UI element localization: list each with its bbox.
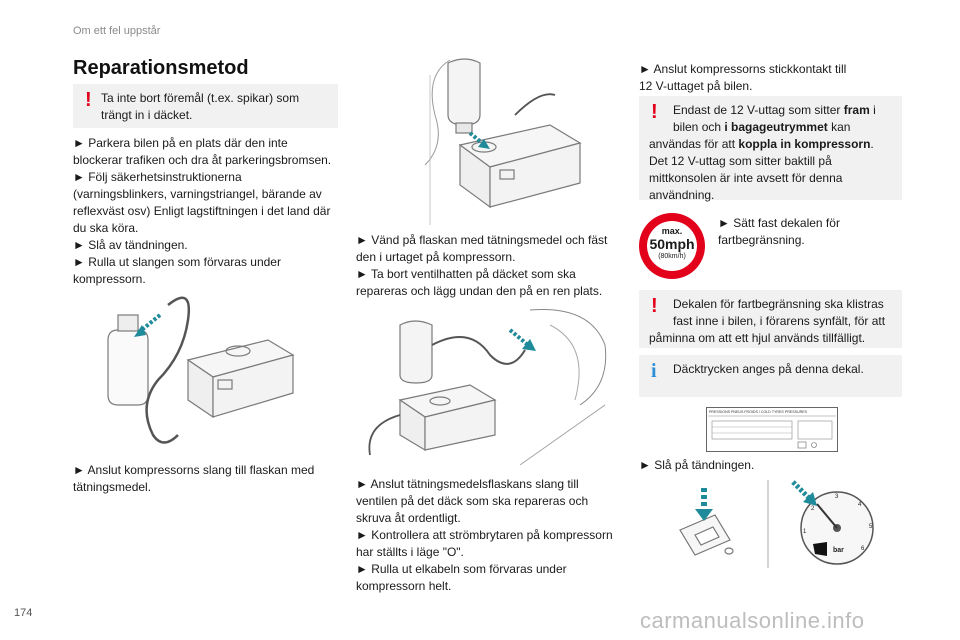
- arrow-icon: [791, 480, 817, 506]
- speed-limit-sign-face: max. 50mph (80km/h): [647, 221, 697, 271]
- step-line: repareras och lägg undan den på en ren p…: [356, 284, 603, 298]
- illustration-bottle-on-compressor: [424, 58, 582, 225]
- step-plug-12v: ► Anslut kompressorns stickkontakt till …: [639, 61, 846, 95]
- warning-line: trängt in i däcket.: [101, 108, 193, 122]
- illustration-tyre-pressure-label: PRESSIONS PNEUS FROIDS / COLD TYRES PRES…: [706, 407, 838, 452]
- step-line: ► Slå på tändningen.: [639, 458, 755, 472]
- step-attach-sticker: ► Sätt fast dekalen för fartbegränsning.: [718, 215, 840, 249]
- step-line: har ställts i läge "O".: [356, 545, 464, 559]
- illustration-hose-to-bottle: [107, 296, 295, 444]
- step-line: blockerar trafiken och dra åt parkerings…: [73, 153, 332, 167]
- warning-note-sticker: ! Dekalen för fartbegränsning ska klistr…: [639, 290, 902, 348]
- step-line: kompressorn.: [73, 272, 146, 286]
- step-line: ► Kontrollera att strömbrytaren på kompr…: [356, 528, 613, 542]
- gauge-number: 5: [869, 524, 873, 530]
- gauge-number: 2: [811, 506, 815, 512]
- illustration-hose-to-tyre-valve: [368, 308, 607, 465]
- speed-sign-value: 50mph: [649, 236, 695, 252]
- gauge-number: 3: [835, 494, 839, 500]
- step-line: ► Följ säkerhetsinstruktionerna: [73, 170, 242, 184]
- step-line: ► Vänd på flaskan med tätningsmedel och …: [356, 233, 608, 247]
- info-line: Däcktrycken anges på denna dekal.: [673, 362, 864, 376]
- gauge-number: 4: [858, 502, 862, 508]
- step-line: ► Parkera bilen på en plats där den inte: [73, 136, 288, 150]
- step-line: reflexväst osv) Enligt lagstiftningen i …: [73, 204, 331, 218]
- running-header: Om ett fel uppstår: [73, 25, 161, 37]
- warning-note-12v-outlets: ! Endast de 12 V-uttag som sitter fram i…: [639, 96, 902, 202]
- step-line: ► Rulla ut slangen som förvaras under: [73, 255, 281, 269]
- warning-line: användning.: [649, 188, 715, 202]
- warning-line: Ta inte bort föremål (t.ex. spikar) som: [101, 91, 300, 105]
- step-line: den i urtaget på kompressorn.: [356, 250, 516, 264]
- step-line: (varningsblinkers, varningstriangel, bär…: [73, 187, 322, 201]
- speed-sign-kmh: (80km/h): [658, 253, 686, 260]
- step-line: ► Anslut kompressorns stickkontakt till: [639, 62, 847, 76]
- step-line: kompressorn helt.: [356, 579, 452, 593]
- arrow-icon: [508, 328, 530, 347]
- warning-exclamation-icon: !: [651, 101, 658, 123]
- step-connect-hose: ► Anslut kompressorns slang till flaskan…: [73, 462, 314, 496]
- steps-park-and-prepare: ► Parkera bilen på en plats där den inte…: [73, 135, 331, 288]
- gauge-number: 6: [861, 546, 865, 552]
- arrow-icon: [468, 131, 484, 145]
- step-line: fartbegränsning.: [718, 233, 805, 247]
- step-line: ► Anslut kompressorns slang till flaskan…: [73, 463, 315, 477]
- speed-limit-sign: max. 50mph (80km/h): [639, 213, 705, 279]
- step-line: du ska köra.: [73, 221, 139, 235]
- warning-line: fast inne i bilen, i förarens synfält, f…: [673, 314, 886, 328]
- step-line: ► Anslut tätningsmedelsflaskans slang ti…: [356, 477, 579, 491]
- illustration-key-ignition: [679, 488, 734, 556]
- step-ignition-on: ► Slå på tändningen.: [639, 457, 754, 474]
- step-line: ► Rulla ut elkabeln som förvaras under: [356, 562, 567, 576]
- step-line: ► Slå av tändningen.: [73, 238, 188, 252]
- warning-line: Det 12 V-uttag som sitter baktill på: [649, 154, 832, 168]
- step-line: 12 V-uttaget på bilen.: [639, 79, 753, 93]
- page-title: Reparationsmetod: [73, 57, 249, 79]
- speed-sign-max: max.: [661, 226, 683, 236]
- step-line: ventilen på det däck som ska repareras o…: [356, 494, 589, 508]
- page-number: 174: [14, 607, 33, 619]
- arrow-icon: [695, 488, 713, 521]
- warning-line: påminna om att ett hjul används tillfäll…: [649, 331, 866, 345]
- warning-exclamation-icon: !: [651, 295, 658, 317]
- warning-line: Endast de 12 V-uttag som sitter fram i: [673, 103, 876, 117]
- steps-turn-bottle-remove-cap: ► Vänd på flaskan med tätningsmedel och …: [356, 232, 607, 300]
- gauge-number: 1: [803, 529, 807, 535]
- step-line: ► Sätt fast dekalen för: [718, 216, 840, 230]
- warning-line: användas för att koppla in kompressorn.: [649, 137, 874, 151]
- step-line: ► Ta bort ventilhatten på däcket som ska: [356, 267, 576, 281]
- warning-exclamation-icon: !: [85, 89, 92, 111]
- warning-line: bilen och i bagageutrymmet kan: [673, 120, 851, 134]
- gauge-unit: bar: [833, 547, 844, 554]
- warning-note-foreign-objects: ! Ta inte bort föremål (t.ex. spikar) so…: [73, 84, 338, 128]
- info-icon: i: [651, 360, 657, 382]
- warning-line: mittkonsolen är inte avsett för denna: [649, 171, 843, 185]
- pressure-label-title: PRESSIONS PNEUS FROIDS / COLD TYRES PRES…: [709, 410, 808, 414]
- watermark: carmanualsonline.info: [640, 608, 865, 633]
- step-line: skruva åt ordentligt.: [356, 511, 461, 525]
- steps-connect-valve-switch-cable: ► Anslut tätningsmedelsflaskans slang ti…: [356, 476, 613, 595]
- warning-line: Dekalen för fartbegränsning ska klistras: [673, 297, 884, 311]
- illustration-pressure-gauge: 1 2 3 4 5 6 bar: [767, 480, 874, 568]
- step-line: tätningsmedel.: [73, 480, 152, 494]
- info-note-pressure: i Däcktrycken anges på denna dekal.: [639, 355, 902, 397]
